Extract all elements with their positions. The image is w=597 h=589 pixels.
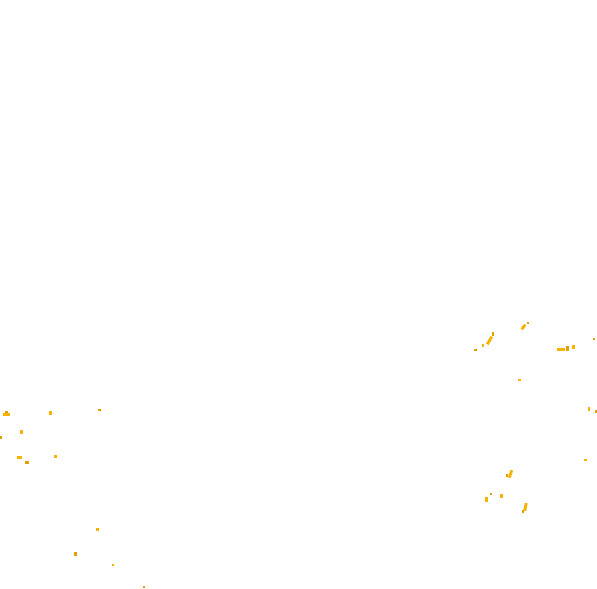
feature-patch [49,411,52,415]
feature-patch [112,564,114,566]
feature-patch [474,349,477,351]
feature-patch [25,461,29,464]
feature-patch [522,510,524,513]
feature-patch [5,411,8,413]
feature-patch [98,409,101,411]
feature-patch [523,502,528,512]
feature-patch [96,528,99,531]
feature-patch [3,413,10,416]
feature-patch [572,345,575,349]
feature-patch [518,379,521,381]
feature-patch [588,407,590,411]
feature-patch [507,469,514,479]
feature-patch [557,348,565,351]
feature-patch [17,456,22,459]
feature-patch [500,494,503,498]
feature-patch [490,493,492,495]
feature-patch [74,552,77,556]
feature-patch [527,322,529,324]
feature-patch [20,430,23,434]
feature-patch [54,455,57,458]
feature-patch [492,332,494,336]
feature-patch [0,436,2,439]
feature-patch [593,338,595,340]
feature-patch [566,346,569,351]
feature-patch [584,459,587,461]
feature-patch [506,474,508,477]
feature-patch [485,497,488,502]
feature-patch [482,344,484,347]
feature-patch [485,335,494,346]
feature-patch [520,323,527,331]
feature-patch [143,586,145,588]
feature-patch [595,410,597,413]
feature-layer [0,322,597,588]
